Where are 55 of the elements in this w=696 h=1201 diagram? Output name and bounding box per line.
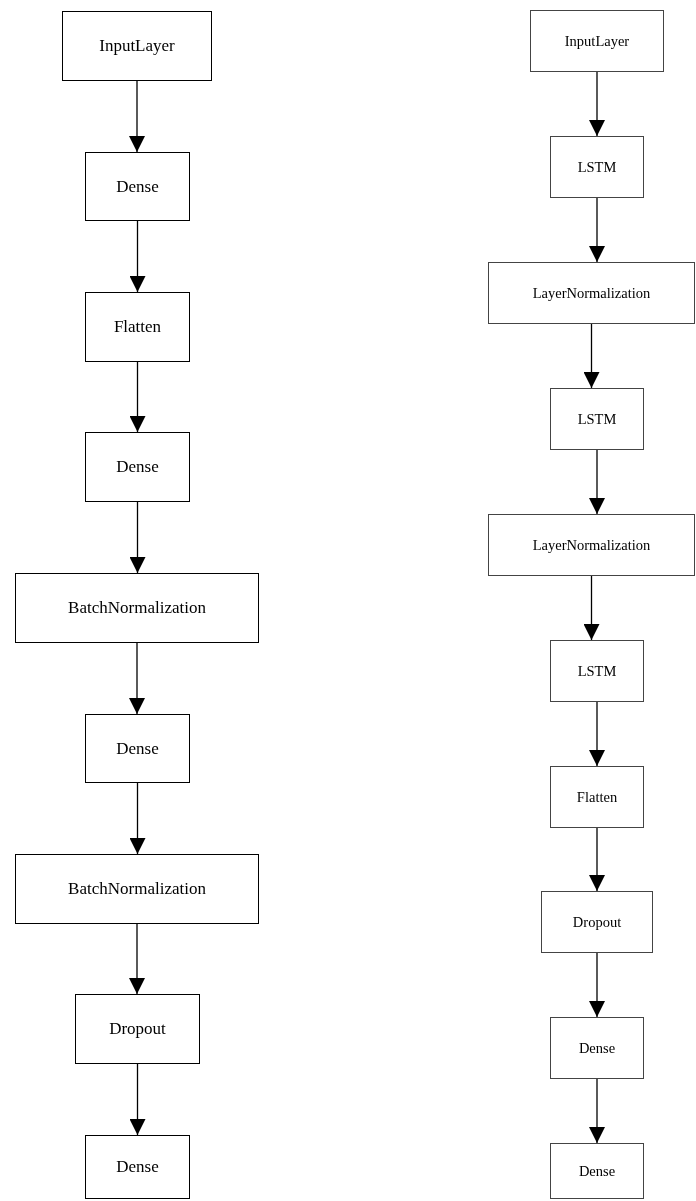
layer-box (550, 1143, 644, 1199)
arrow (129, 80, 145, 153)
arrow (589, 449, 605, 515)
layer-label: BatchNormalization (68, 598, 206, 618)
layer-label: LSTM (577, 662, 617, 680)
layer-box (488, 262, 695, 324)
layer-label: Dense (578, 1039, 616, 1057)
layer-box (550, 1017, 644, 1079)
layer-box (15, 573, 259, 643)
layer-label: Dense (116, 457, 159, 477)
layer-label: LSTM (577, 158, 617, 176)
arrow (129, 782, 146, 855)
arrow (129, 501, 146, 574)
layer-label: LayerNormalization (532, 284, 651, 302)
arrow (129, 642, 145, 715)
layer-box (62, 11, 212, 81)
arrow (129, 361, 146, 433)
layer-box (75, 994, 200, 1064)
layer-label: Dense (116, 176, 159, 197)
layer-box (550, 388, 644, 450)
layer-box (85, 714, 190, 783)
arrow (589, 197, 605, 263)
layer-box (85, 152, 190, 221)
arrow (129, 1063, 146, 1136)
layer-box (530, 10, 664, 72)
layer-label: BatchNormalization (68, 879, 206, 899)
layer-label: LSTM (577, 410, 617, 428)
arrow (589, 1078, 605, 1144)
layer-box (488, 514, 695, 576)
arrow (129, 923, 145, 995)
layer-box (85, 292, 190, 362)
layer-label: Flatten (113, 317, 162, 337)
layer-box (85, 1135, 190, 1199)
layer-box (15, 854, 259, 924)
layer-box (541, 891, 653, 953)
layer-box (85, 432, 190, 502)
layer-label: Dropout (572, 913, 622, 931)
arrow (589, 952, 605, 1018)
layer-label: Dropout (109, 1019, 166, 1039)
arrow (583, 575, 600, 641)
layer-label: InputLayer (99, 36, 175, 56)
arrow (589, 827, 605, 892)
layer-label: Dense (116, 738, 159, 759)
layer-label: Dense (578, 1162, 616, 1180)
layer-box (550, 640, 644, 702)
arrow (589, 701, 605, 767)
layer-box (550, 136, 644, 198)
arrow (589, 71, 605, 137)
arrow (583, 323, 600, 389)
layer-label: LayerNormalization (532, 536, 651, 554)
layer-box (550, 766, 644, 828)
layer-label: InputLayer (564, 32, 630, 50)
layer-label: Dense (116, 1157, 159, 1177)
arrow (129, 220, 146, 293)
layer-label: Flatten (576, 788, 618, 806)
